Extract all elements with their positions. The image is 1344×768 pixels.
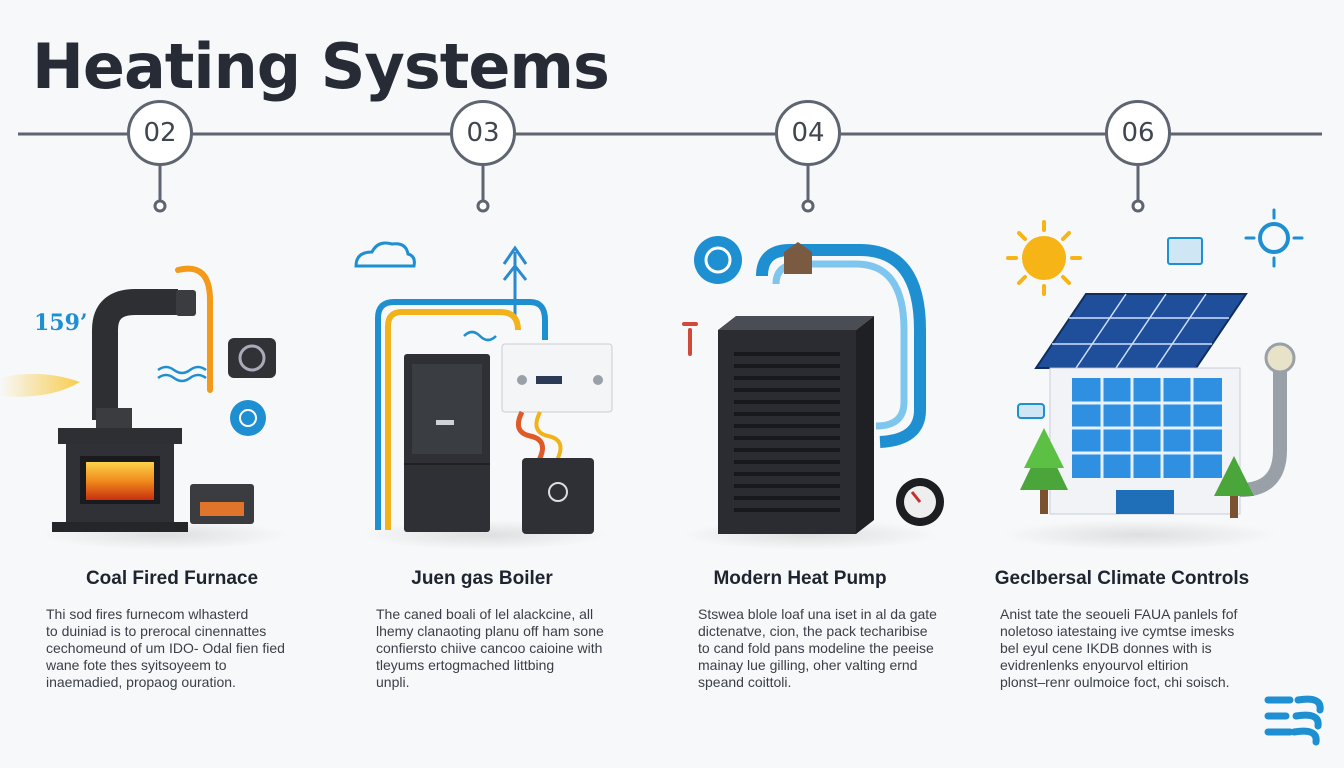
panel-desc-geo: Anist tate the seoueli FAUA panlels fof …: [1000, 606, 1238, 690]
step-number-1: 02: [127, 100, 193, 166]
panel-title-heatpump: Modern Heat Pump: [713, 568, 887, 589]
timeline: [18, 132, 1322, 213]
heat-pump-icon: [682, 236, 944, 534]
solar-house-icon: [1006, 208, 1304, 518]
coal-stove-icon: [0, 265, 276, 532]
timeline-node-2: [476, 199, 490, 213]
panel-title-geo: Geclbersal Climate Controls: [994, 568, 1250, 589]
page-title: Heating Systems: [32, 30, 610, 103]
panel-title-gas: Juen gas Boiler: [411, 568, 553, 589]
step-number-4: 06: [1105, 100, 1171, 166]
timeline-node-3: [801, 199, 815, 213]
gas-boiler-icon: [354, 241, 613, 534]
brand-logo-icon: [1264, 695, 1324, 746]
panel-desc-coal: Thi sod fires furnecom wlhasterd to duin…: [46, 606, 285, 690]
step-number-2: 03: [450, 100, 516, 166]
temperature-label: 159’: [34, 310, 88, 336]
panel-desc-heatpump: Stswea blole loaf una iset in al da gate…: [698, 606, 937, 690]
timeline-node-4: [1131, 199, 1145, 213]
timeline-node-1: [153, 199, 167, 213]
panel-title-coal: Coal Fired Furnace: [85, 568, 259, 589]
step-number-3: 04: [775, 100, 841, 166]
panel-desc-gas: The caned boali of lel alackcine, all lh…: [376, 606, 604, 690]
